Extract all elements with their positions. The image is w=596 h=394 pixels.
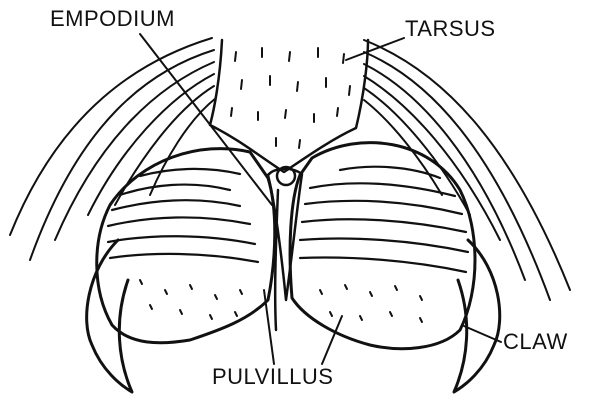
claw-label: CLAW xyxy=(503,329,568,355)
empodium-label: EMPODIUM xyxy=(50,6,175,32)
empodium-leader xyxy=(140,34,272,205)
left-bristles xyxy=(10,38,216,260)
leader-lines xyxy=(140,34,501,364)
left-claw xyxy=(87,240,132,392)
tarsus-label: TARSUS xyxy=(405,16,496,42)
lobe-stipple xyxy=(140,280,422,322)
pulvillus-label: PULVILLUS xyxy=(212,364,333,390)
lobe-hatching xyxy=(108,167,468,272)
right-claw xyxy=(454,240,500,392)
claw-leader xyxy=(464,326,501,342)
tarsus-spines xyxy=(231,48,350,148)
left-pulvillus xyxy=(97,149,275,343)
right-pulvillus xyxy=(290,143,475,349)
pulvillus-leader-right xyxy=(322,316,342,364)
